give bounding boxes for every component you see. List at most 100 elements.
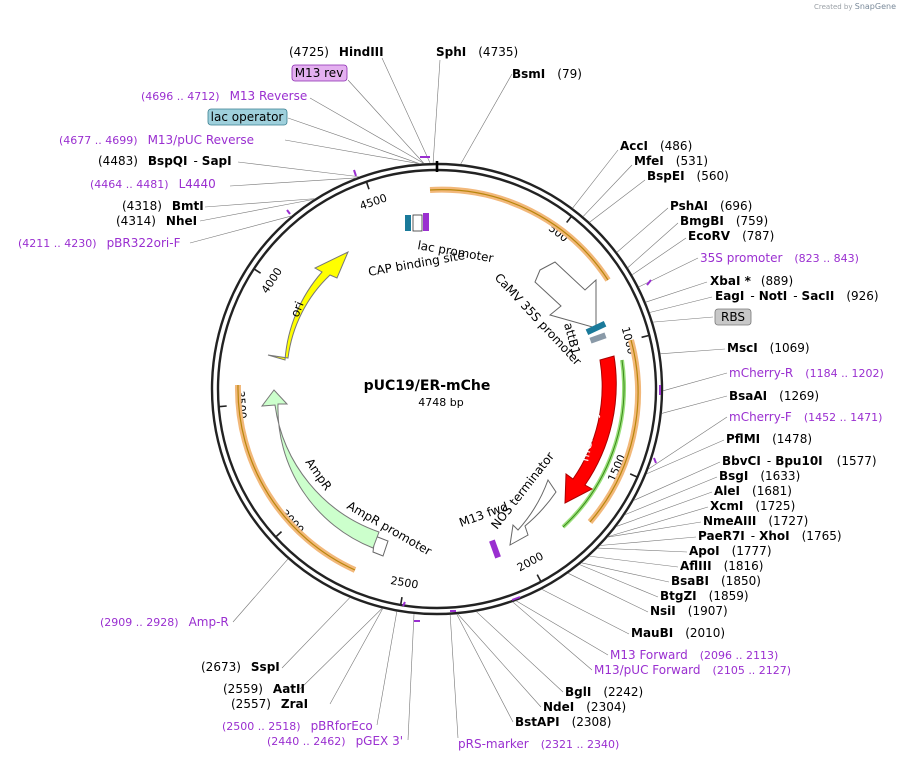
pbr322ori-name: pBR322ori-F — [107, 236, 181, 250]
leader-line — [660, 348, 726, 355]
pbrforeco-pos: (2500 .. 2518) — [222, 720, 301, 733]
label-bbvci: BbvCI-Bpu10I(1577) — [722, 454, 877, 468]
bmgbi-pos: (759) — [736, 214, 768, 228]
m13fwd-pos: (2096 .. 2113) — [700, 649, 779, 662]
bsaai-name: BsaAI — [729, 389, 767, 403]
label-zrai: (2557)ZraI — [231, 697, 308, 711]
leader-line — [589, 555, 679, 568]
rbs-box-label: RBS — [721, 310, 745, 324]
leader-line — [662, 372, 728, 392]
leader-line — [652, 316, 714, 323]
leader-line — [624, 476, 718, 516]
prs-name: pRS-marker — [458, 737, 529, 751]
leader-line — [229, 177, 357, 187]
paer7i-name: PaeR7I — [698, 529, 745, 543]
tick-label-4500: 4500 — [358, 191, 389, 212]
arc-feature-1 — [429, 186, 611, 282]
leader-line — [646, 439, 725, 475]
apoi-pos: (1777) — [732, 544, 772, 558]
label-bstapi: BstAPI(2308) — [515, 715, 611, 729]
nmeaiii-pos: (1727) — [768, 514, 808, 528]
leader-line — [199, 198, 315, 222]
label-bmgbi: BmgBI(759) — [680, 214, 768, 228]
aatii-name: AatII — [273, 682, 305, 696]
btgzi-pos: (1859) — [709, 589, 749, 603]
label-mcherryf: mCherry-F(1452 .. 1471) — [729, 410, 882, 424]
xbai-name: XbaI * — [710, 274, 752, 288]
leader-line — [299, 608, 383, 690]
tick-3500 — [218, 405, 227, 408]
mark-pgex — [402, 601, 406, 607]
leader-line — [627, 222, 679, 268]
ecorv-pos: (787) — [742, 229, 774, 243]
label-pshai: PshAI (696) — [670, 199, 752, 213]
bspei-name: BspEI — [647, 169, 685, 183]
ecorv-name: EcoRV — [688, 229, 731, 243]
label-bsaai: BsaAI(1269) — [729, 389, 819, 403]
bbvci-sep: - — [767, 454, 771, 468]
label-nhei: (4314)NheI — [116, 214, 197, 228]
bsabi-name: BsaBI — [671, 574, 709, 588]
leader-lines — [189, 57, 728, 741]
leader-line — [237, 161, 360, 178]
snapgene-logo: SnapGene — [854, 2, 896, 11]
bsgi-name: BsgI — [719, 469, 748, 483]
tick-1000 — [641, 334, 650, 339]
sphi-pos: (4735) — [478, 45, 518, 59]
label-acci: AccI(486) — [620, 139, 692, 153]
leader-line — [457, 613, 542, 708]
leader-line — [541, 589, 630, 635]
m13pucrev-pos: (4677 .. 4699) — [59, 134, 138, 147]
leader-line — [287, 117, 420, 164]
leader-line — [281, 597, 351, 669]
m13pucfwd-name: M13/pUC Forward — [594, 663, 701, 677]
leader-line — [649, 296, 713, 313]
label-bsabi: BsaBI (1850) — [671, 574, 761, 588]
mark-m13fwd — [511, 596, 521, 601]
leader-line — [309, 97, 424, 164]
leader-line — [661, 395, 728, 414]
tick-4000 — [253, 268, 262, 274]
leader-line — [284, 139, 420, 165]
label-bgli: BglI(2242) — [565, 685, 643, 699]
bmti-name: BmtI — [172, 199, 204, 213]
leader-line — [616, 207, 669, 253]
nmeaiii-name: NmeAIII — [703, 514, 756, 528]
ampr-arrow — [260, 389, 380, 549]
label-ndei: NdeI(2304) — [543, 700, 626, 714]
sspi-pos: (2673) — [201, 660, 241, 674]
label-xcmi: XcmI(1725) — [710, 499, 795, 513]
label-nsii: NsiI(1907) — [650, 604, 728, 618]
tick-500 — [566, 215, 573, 224]
l4440-pos: (4464 .. 4481) — [90, 178, 169, 191]
inner-features — [260, 213, 617, 559]
tick-label-2500: 2500 — [390, 574, 420, 591]
bsabi-pos: (1850) — [721, 574, 761, 588]
ndei-name: NdeI — [543, 700, 574, 714]
tick-label-4000: 4000 — [259, 265, 285, 296]
msci-name: MscI — [727, 341, 758, 355]
lac-promoter-box — [412, 214, 423, 232]
label-m13pucfwd: M13/pUC Forward(2105 .. 2127) — [594, 663, 791, 677]
m13pucrev-name: M13/pUC Reverse — [148, 133, 255, 147]
mcherry-arrow — [564, 355, 617, 504]
xbai-pos: (889) — [761, 274, 793, 288]
pgex3-pos: (2440 .. 2462) — [267, 735, 346, 748]
bsmi-name: BsmI — [512, 67, 545, 81]
bmti-pos: (4318) — [122, 199, 162, 213]
rbs-box — [714, 308, 752, 326]
leader-line — [376, 611, 398, 726]
xhoi-name: XhoI — [759, 529, 790, 543]
leader-line — [204, 198, 316, 208]
afliii-name: AflIII — [680, 559, 712, 573]
pflmi-name: PflMI — [726, 432, 760, 446]
lac-operator-mark — [423, 213, 429, 231]
leader-line — [581, 562, 670, 583]
pshai-name: PshAI — [670, 199, 708, 213]
leader-line — [631, 237, 687, 276]
leader-line — [381, 57, 431, 164]
outer-feature-arcs — [234, 186, 641, 573]
pshai-pos: (696) — [720, 199, 752, 213]
cap-binding-site-box — [405, 215, 411, 231]
